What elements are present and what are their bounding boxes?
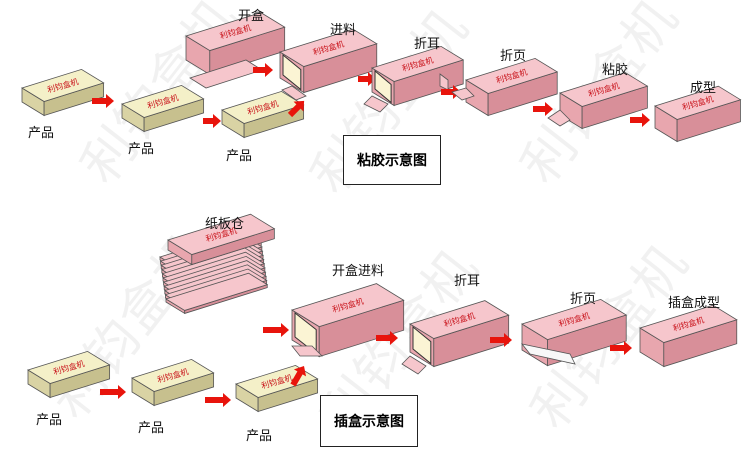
step-label-glue: 粘胶 [602, 63, 629, 78]
flow-arrow [533, 102, 553, 116]
step-label-fold-page: 折页 [500, 49, 527, 64]
carton-tuck-flap [520, 343, 576, 365]
product-label: 产品 [36, 413, 63, 428]
box-top [465, 57, 559, 94]
product-box: 利钧盒机 [121, 84, 205, 133]
magazine-top-sheet: 利钧盒机 [167, 213, 276, 266]
carton-formed: 利钧盒机 [654, 85, 742, 143]
carton-open-feed: 利钧盒机 [291, 283, 405, 358]
arrow-shape [92, 94, 114, 108]
arrow-shape [263, 323, 289, 337]
arrow-shape [290, 365, 307, 387]
carton-ear [401, 355, 427, 375]
arrow-shape [203, 114, 221, 128]
magazine-sheet [165, 272, 269, 315]
box-top [371, 45, 465, 82]
box-top [167, 213, 276, 255]
product-label: 产品 [226, 149, 253, 164]
box-top [121, 84, 205, 118]
carton-blank: 利钧盒机 [185, 12, 286, 76]
arrow-shape [287, 100, 305, 118]
step-label-fold-ear: 折耳 [454, 274, 481, 289]
carton-flap [281, 85, 307, 101]
box-top [27, 350, 111, 384]
step-label-fold-ear: 折耳 [414, 37, 441, 52]
product-box: 利钧盒机 [27, 350, 111, 399]
arrow-shape [205, 393, 231, 407]
flow-arrow [287, 100, 305, 118]
carton-ear [363, 95, 389, 113]
flow-arrow [630, 113, 650, 127]
carton-fold-page: 利钧盒机 [465, 57, 559, 117]
arrow-shape [358, 72, 376, 86]
carton-page [547, 109, 571, 127]
arrow-shape [490, 333, 512, 347]
glue-diagram-caption: 粘胶示意图 [343, 135, 441, 185]
arrow-shape [253, 63, 273, 77]
carton-fold-page: 利钧盒机 [521, 298, 628, 367]
product-box: 利钧盒机 [235, 364, 319, 413]
box-top [185, 12, 286, 51]
carton-feed: 利钧盒机 [279, 28, 378, 94]
flow-arrow [358, 72, 376, 86]
carton-insert-formed: 利钧盒机 [639, 304, 738, 368]
carton-glue: 利钧盒机 [559, 72, 649, 130]
box-top [291, 283, 405, 328]
carton-opening [282, 53, 302, 91]
flow-arrow [290, 365, 307, 387]
box-top [521, 298, 628, 341]
arrow-shape [376, 331, 398, 345]
flow-arrow [263, 323, 289, 337]
arrow-shape [533, 102, 553, 116]
flow-arrow [100, 385, 126, 399]
arrow-shape [100, 385, 126, 399]
flow-arrow [253, 63, 273, 77]
box-top [165, 272, 269, 311]
flow-arrow [92, 94, 114, 108]
magazine-label: 纸板仓 [205, 217, 245, 232]
box-top [21, 68, 105, 102]
product-label: 产品 [28, 126, 55, 141]
product-label: 产品 [138, 421, 165, 436]
arrow-shape [630, 113, 650, 127]
flow-arrow [610, 341, 632, 355]
step-label-formed: 成型 [690, 81, 717, 96]
step-label-open-box: 开盒 [238, 9, 265, 24]
product-box: 利钧盒机 [21, 68, 105, 117]
box-top [639, 304, 738, 343]
product-label: 产品 [128, 142, 155, 157]
carton-fold-ear: 利钧盒机 [409, 300, 510, 368]
flow-arrow [203, 114, 221, 128]
box-top [559, 72, 649, 107]
step-label-insert-formed: 插盒成型 [668, 296, 721, 311]
box-top [279, 28, 378, 67]
insert-diagram-caption: 插盒示意图 [320, 395, 418, 447]
arrow-shape [610, 341, 632, 355]
box-top [131, 358, 215, 392]
product-box: 利钧盒机 [131, 358, 215, 407]
carton-fold-ear: 利钧盒机 [371, 45, 465, 107]
flow-arrow [205, 393, 231, 407]
box-top [654, 85, 742, 120]
carton-opening [412, 325, 432, 365]
carton-opening [374, 69, 392, 104]
step-label-open-feed: 开盒进料 [332, 264, 385, 279]
flow-arrow [376, 331, 398, 345]
carton-flap [291, 345, 323, 357]
flow-arrow [490, 333, 512, 347]
product-label: 产品 [246, 429, 273, 444]
box-top [409, 300, 510, 339]
step-label-feed: 进料 [330, 23, 357, 38]
carton-page [451, 87, 475, 101]
step-label-fold-page: 折页 [570, 292, 597, 307]
